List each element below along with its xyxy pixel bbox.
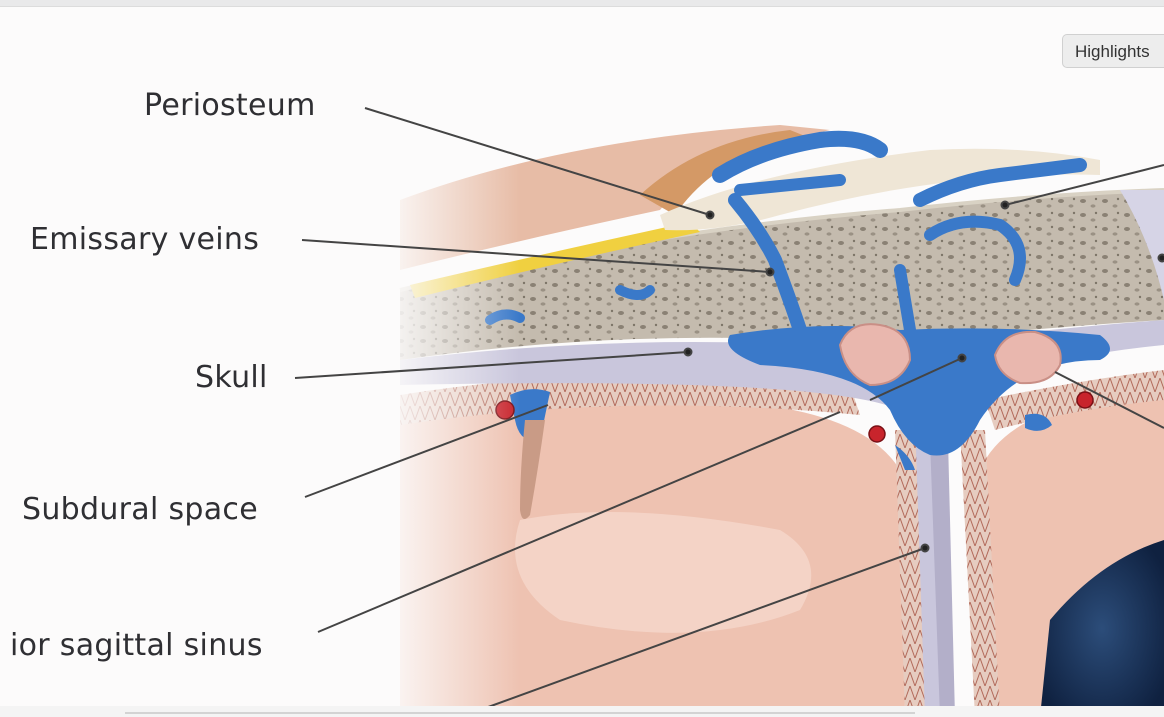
left-fade-overlay [380,100,520,717]
label-emissary-veins: Emissary veins [30,222,259,257]
highlights-button[interactable]: Highlights [1062,34,1164,68]
label-superior-sagittal-sinus: ior sagittal sinus [10,628,263,663]
label-periosteum: Periosteum [144,88,316,123]
bottom-divider [125,712,915,714]
label-subdural-space: Subdural space [22,492,258,527]
label-skull: Skull [195,360,268,395]
